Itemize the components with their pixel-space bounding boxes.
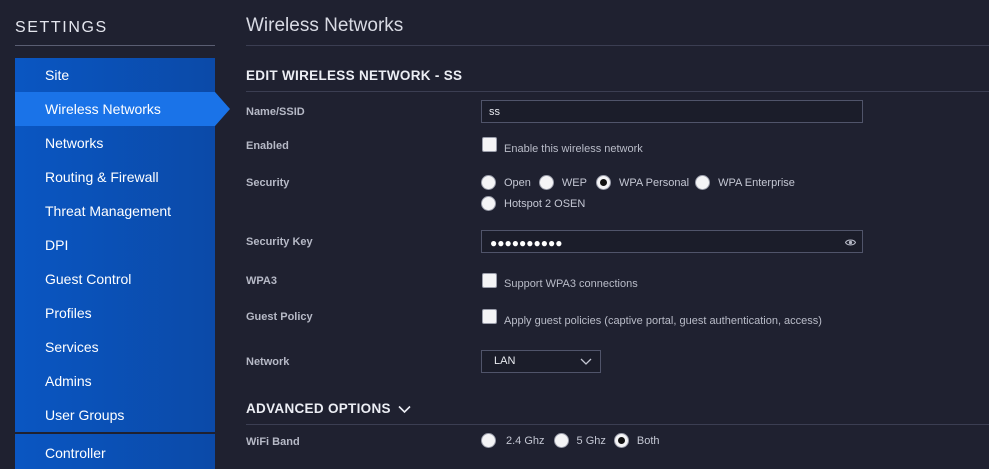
- network-select[interactable]: LAN: [481, 350, 601, 373]
- security-option-wpa-personal[interactable]: WPA Personal: [595, 175, 690, 190]
- radio-open[interactable]: [481, 175, 496, 190]
- wifi-band-option-both[interactable]: Both: [613, 433, 660, 448]
- section-divider: [246, 424, 989, 425]
- radio-5ghz[interactable]: [553, 433, 569, 448]
- settings-nav: Site Wireless Networks Networks Routing …: [15, 58, 230, 469]
- security-key-label: Security Key: [246, 236, 313, 248]
- sidebar-item-label: Profiles: [45, 305, 92, 321]
- guest-policy-label: Guest Policy: [246, 311, 313, 323]
- sidebar-item-services[interactable]: Services: [15, 330, 215, 364]
- wifi-band-option-2-4ghz[interactable]: 2.4 Ghz: [481, 433, 545, 448]
- settings-sidebar: SETTINGS Site Wireless Networks Networks…: [0, 0, 230, 469]
- radio-label: WEP: [561, 176, 587, 189]
- sidebar-item-label: DPI: [45, 237, 69, 253]
- sidebar-item-label: Routing & Firewall: [45, 169, 159, 185]
- guest-policy-checkbox-label: Apply guest policies (captive portal, gu…: [504, 315, 822, 327]
- radio-label: 2.4 Ghz: [506, 434, 545, 447]
- wifi-band-radio-group: 2.4 Ghz 5 Ghz Both: [481, 433, 660, 448]
- enabled-checkbox[interactable]: [482, 137, 497, 152]
- wifi-band-label: WiFi Band: [246, 436, 300, 448]
- chevron-down-icon: [398, 405, 411, 413]
- page-title: Wireless Networks: [246, 15, 404, 36]
- advanced-options-toggle[interactable]: ADVANCED OPTIONS: [246, 401, 411, 416]
- sidebar-item-admins[interactable]: Admins: [15, 364, 215, 398]
- wpa3-label: WPA3: [246, 275, 277, 287]
- radio-label: 5 Ghz: [576, 434, 606, 447]
- sidebar-item-controller[interactable]: Controller: [15, 434, 215, 469]
- sidebar-item-routing-firewall[interactable]: Routing & Firewall: [15, 160, 215, 194]
- radio-label: WPA Personal: [618, 176, 690, 189]
- sidebar-item-label: Admins: [45, 373, 92, 389]
- radio-label: Open: [504, 176, 531, 189]
- security-key-input[interactable]: ●●●●●●●●●●: [481, 230, 863, 253]
- wpa3-checkbox[interactable]: [482, 273, 497, 288]
- sidebar-item-site[interactable]: Site: [15, 58, 215, 92]
- radio-label: Hotspot 2 OSEN: [504, 197, 586, 210]
- radio-label: Both: [636, 434, 660, 447]
- title-divider: [246, 45, 989, 46]
- enabled-label: Enabled: [246, 140, 289, 152]
- guest-policy-checkbox[interactable]: [482, 309, 497, 324]
- radio-wpa-personal[interactable]: [595, 175, 611, 190]
- security-label: Security: [246, 177, 290, 189]
- sidebar-item-label: Networks: [45, 135, 104, 151]
- radio-2-4ghz[interactable]: [481, 433, 496, 448]
- radio-both[interactable]: [613, 433, 629, 448]
- sidebar-item-label: User Groups: [45, 407, 125, 423]
- sidebar-item-guest-control[interactable]: Guest Control: [15, 262, 215, 296]
- radio-hotspot2-osen[interactable]: [481, 196, 496, 211]
- radio-wep[interactable]: [538, 175, 554, 190]
- wpa3-checkbox-label: Support WPA3 connections: [504, 278, 638, 290]
- sidebar-item-profiles[interactable]: Profiles: [15, 296, 215, 330]
- sidebar-item-dpi[interactable]: DPI: [15, 228, 215, 262]
- sidebar-item-label: Controller: [45, 445, 106, 461]
- section-divider: [246, 91, 989, 92]
- sidebar-item-wireless-networks[interactable]: Wireless Networks: [15, 92, 230, 126]
- chevron-down-icon: [580, 358, 592, 365]
- security-radio-group: Open WEP WPA Personal WPA Enterprise: [481, 175, 795, 190]
- security-radio-group-row2: Hotspot 2 OSEN: [481, 196, 585, 211]
- radio-wpa-enterprise[interactable]: [695, 175, 711, 190]
- network-select-value: LAN: [494, 355, 516, 367]
- show-password-eye-icon[interactable]: [845, 237, 856, 248]
- advanced-options-title: ADVANCED OPTIONS: [246, 401, 391, 416]
- sidebar-item-threat-management[interactable]: Threat Management: [15, 194, 215, 228]
- sidebar-item-user-groups[interactable]: User Groups: [15, 398, 215, 432]
- nav-separator: [15, 432, 215, 434]
- sidebar-item-label: Wireless Networks: [45, 101, 161, 117]
- security-option-open[interactable]: Open: [481, 175, 531, 190]
- wifi-band-option-5ghz[interactable]: 5 Ghz: [553, 433, 606, 448]
- radio-label: WPA Enterprise: [718, 176, 795, 189]
- security-option-hotspot2-osen[interactable]: Hotspot 2 OSEN: [481, 196, 585, 211]
- sidebar-divider: [15, 45, 215, 46]
- security-option-wpa-enterprise[interactable]: WPA Enterprise: [695, 175, 795, 190]
- name-ssid-input[interactable]: [481, 100, 863, 123]
- network-label: Network: [246, 356, 290, 368]
- sidebar-item-networks[interactable]: Networks: [15, 126, 215, 160]
- main-panel: Wireless Networks EDIT WIRELESS NETWORK …: [246, 0, 989, 469]
- sidebar-item-label: Site: [45, 67, 70, 83]
- sidebar-item-label: Threat Management: [45, 203, 172, 219]
- sidebar-item-label: Services: [45, 339, 99, 355]
- security-key-value: ●●●●●●●●●●: [490, 236, 563, 250]
- sidebar-title: SETTINGS: [15, 19, 108, 36]
- name-ssid-label: Name/SSID: [246, 106, 305, 118]
- enabled-checkbox-label: Enable this wireless network: [504, 143, 643, 155]
- sidebar-item-label: Guest Control: [45, 271, 132, 287]
- security-option-wep[interactable]: WEP: [538, 175, 587, 190]
- section-title-edit: EDIT WIRELESS NETWORK - SS: [246, 68, 463, 83]
